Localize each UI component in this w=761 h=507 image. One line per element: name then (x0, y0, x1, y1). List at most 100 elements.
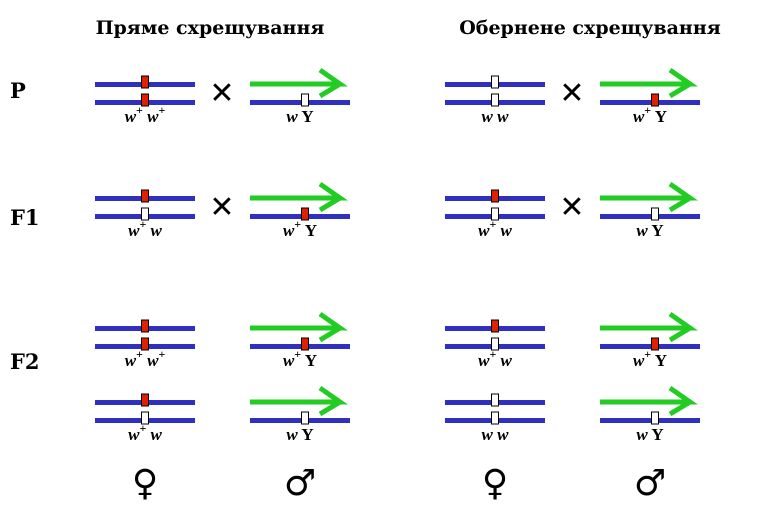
y-chromosome (250, 311, 348, 331)
genotype-symbol: w (482, 107, 494, 126)
genotype-symbol: w (283, 221, 295, 240)
genotype-symbol: Y (648, 221, 664, 240)
genotype-superscript: + (139, 217, 146, 231)
y-chromosome-tip (668, 81, 692, 99)
x-chromosome (250, 100, 350, 105)
genotype-superscript: + (489, 217, 496, 231)
genotype-superscript: + (294, 347, 301, 361)
genotype-superscript: + (644, 103, 651, 117)
genotype-label: w+ Y (283, 347, 317, 370)
allele-marker (141, 393, 149, 407)
genotype-symbol: Y (301, 351, 317, 370)
genotype-symbol: Y (648, 425, 664, 444)
genotype-label: w w (482, 107, 510, 126)
x-chromosome (600, 418, 700, 423)
genotype-symbol: w (478, 351, 490, 370)
x-chromosome (250, 418, 350, 423)
x-chromosome (600, 100, 700, 105)
genotype-symbol: w (633, 107, 645, 126)
allele-marker (141, 189, 149, 203)
generation-label-p: P (10, 78, 26, 103)
reciprocal-cross-title: Обернене схрещування (459, 17, 721, 39)
generation-label-f2: F2 (10, 349, 40, 374)
genotype-label: w Y (286, 107, 313, 126)
genotype-symbol: Y (298, 107, 314, 126)
allele-marker (141, 93, 149, 107)
genotype-symbol: w (286, 107, 298, 126)
y-chromosome-tip (318, 81, 342, 99)
x-chromosome (600, 214, 700, 219)
genotype-symbol: w (636, 425, 648, 444)
genotype-symbol: w (146, 425, 162, 444)
genotype-symbol: w (286, 425, 298, 444)
genotype-symbol: Y (651, 107, 667, 126)
genotype-superscript: + (136, 347, 143, 361)
x-chromosome (250, 344, 350, 349)
y-chromosome (600, 311, 698, 331)
genotype-symbol: w (143, 351, 159, 370)
genotype-symbol: w (633, 351, 645, 370)
female-symbol: ♀ (132, 463, 158, 504)
allele-marker (491, 75, 499, 89)
genotype-label: w+ w+ (125, 347, 166, 370)
allele-marker (301, 207, 309, 221)
allele-marker (491, 189, 499, 203)
allele-marker (141, 75, 149, 89)
genotype-label: w Y (636, 221, 663, 240)
y-chromosome (600, 385, 698, 405)
y-chromosome (250, 181, 348, 201)
allele-marker (141, 319, 149, 333)
y-chromosome-tip (668, 399, 692, 417)
cross-symbol: ✕ (559, 190, 584, 225)
genotype-symbol: w (478, 221, 490, 240)
genotype-label: w+ w+ (125, 103, 166, 126)
female-symbol: ♀ (482, 463, 508, 504)
genotype-symbol: w (493, 425, 509, 444)
genotype-superscript: + (489, 347, 496, 361)
genotype-symbol: w (496, 351, 512, 370)
allele-marker (141, 411, 149, 425)
genotype-label: w+ w (128, 217, 162, 240)
allele-marker (301, 411, 309, 425)
y-chromosome (600, 67, 698, 87)
x-chromosome (250, 214, 350, 219)
genotype-label: w+ w (478, 217, 512, 240)
genotype-symbol: w (636, 221, 648, 240)
allele-marker (491, 337, 499, 351)
genotype-symbol: w (283, 351, 295, 370)
allele-marker (491, 411, 499, 425)
y-chromosome (250, 67, 348, 87)
genotype-symbol: w (128, 221, 140, 240)
genotype-symbol: w (146, 221, 162, 240)
genotype-symbol: w (128, 425, 140, 444)
allele-marker (651, 337, 659, 351)
genotype-superscript: + (644, 347, 651, 361)
male-symbol: ♂ (284, 463, 316, 504)
generation-label-f1: F1 (10, 205, 40, 230)
allele-marker (491, 393, 499, 407)
allele-marker (491, 93, 499, 107)
genotype-symbol: w (143, 107, 159, 126)
allele-marker (301, 93, 309, 107)
genotype-label: w w (482, 425, 510, 444)
genotype-label: w+ Y (633, 103, 667, 126)
allele-marker (491, 207, 499, 221)
genotype-superscript: + (158, 347, 165, 361)
cross-symbol: ✕ (559, 76, 584, 111)
allele-marker (301, 337, 309, 351)
genotype-symbol: Y (301, 221, 317, 240)
genotype-label: w Y (286, 425, 313, 444)
cross-symbol: ✕ (209, 76, 234, 111)
allele-marker (491, 319, 499, 333)
y-chromosome-tip (318, 195, 342, 213)
genotype-label: w+ w (128, 421, 162, 444)
genotype-superscript: + (158, 103, 165, 117)
allele-marker (141, 207, 149, 221)
genotype-symbol: w (496, 221, 512, 240)
genotype-superscript: + (294, 217, 301, 231)
y-chromosome (250, 385, 348, 405)
